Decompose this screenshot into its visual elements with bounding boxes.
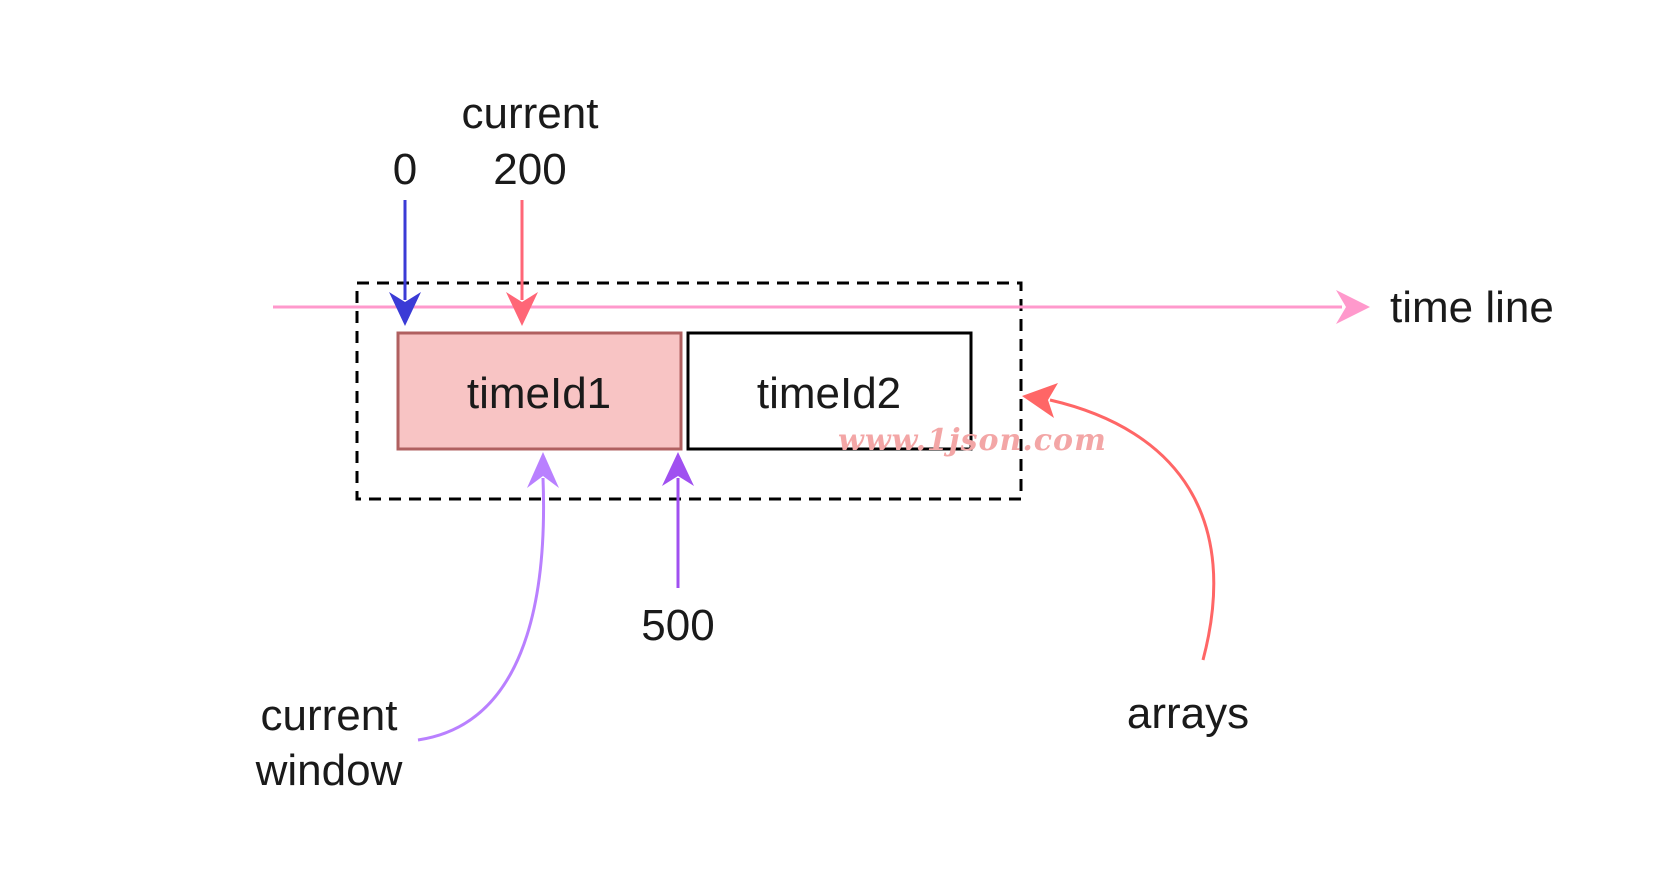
current-arrowhead: [506, 292, 538, 326]
current-title-label: current: [462, 89, 599, 138]
current-window-label-line2: window: [255, 746, 403, 795]
arrays-arrowhead: [1022, 383, 1058, 418]
current-value-label: 200: [493, 145, 566, 194]
timeline-label: time line: [1390, 283, 1554, 332]
zero-arrowhead: [389, 292, 421, 326]
zero-label: 0: [393, 145, 417, 194]
time-id-1-box: [396, 331, 683, 451]
current-window-arrowhead: [527, 452, 559, 488]
arrays-dashed-container: [355, 281, 1023, 501]
arrays-label: arrays: [1127, 689, 1249, 738]
current-window-label-line1: current: [261, 691, 398, 740]
arrays-arrow-curve: [1049, 398, 1216, 661]
time-id-2-label: timeId2: [757, 369, 901, 418]
time-id-1-label: timeId1: [467, 369, 611, 418]
watermark: www.1json.com: [838, 423, 1107, 458]
timeline-arrowhead: [1336, 290, 1370, 324]
time-id-2-box: [686, 331, 973, 451]
current-window-arrow-curve: [417, 477, 546, 742]
marker-500-arrowhead: [662, 452, 694, 486]
marker-500-label: 500: [641, 601, 714, 650]
